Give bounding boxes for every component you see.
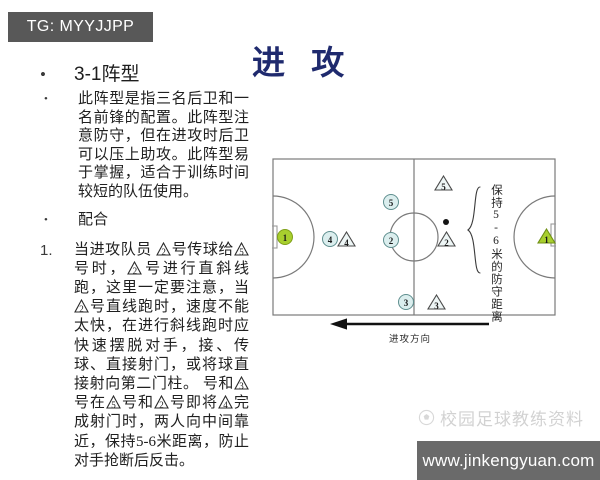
player-label: 2: [444, 238, 449, 248]
bullet-marker: •: [40, 65, 46, 84]
pitch-player-4-circ: 4: [322, 231, 338, 247]
inline-triangle-label: 3: [239, 380, 244, 391]
bullet-marker: •: [44, 213, 48, 226]
player-label: 4: [344, 238, 349, 248]
triangle-icon: [427, 293, 446, 310]
player-label: 5: [441, 182, 446, 192]
pitch-lines: [272, 158, 556, 316]
inline-triangle-player-5: 5: [234, 241, 249, 257]
attack-direction-label: 进攻方向: [388, 335, 431, 345]
bullet-marker: •: [44, 93, 48, 105]
triangle-icon: [154, 395, 169, 409]
list-number: 1.: [40, 241, 53, 259]
player-label: 1: [282, 233, 288, 243]
footer-url-bar: www.jinkengyuan.com: [417, 441, 600, 480]
triangle-icon: [127, 260, 143, 275]
player-label: 1: [544, 235, 549, 245]
triangle-icon: [537, 227, 556, 244]
inline-triangle-player-2: 2: [156, 241, 172, 257]
pitch-player-3-circ: 3: [398, 294, 414, 310]
page-title: 进 攻: [252, 46, 354, 82]
ball-marker: [443, 219, 449, 225]
watermark: 校园足球教练资料: [418, 405, 584, 430]
triangle-icon: [337, 230, 356, 247]
soccer-pitch-diagram: [272, 158, 556, 316]
triangle-icon: [106, 395, 121, 409]
inline-triangle-player-3: 3: [234, 375, 249, 391]
inline-triangle-label: 2: [79, 304, 84, 315]
player-label: 4: [327, 235, 333, 245]
slide-text-column: • 3-1阵型 • 此阵型是指三名后卫和一名前锋的配置。此阵型注意防守，但在进攻…: [34, 62, 249, 471]
pitch-player-4-tri: 4: [337, 230, 356, 248]
triangle-icon: [74, 299, 89, 313]
pitch-gk-left: 1: [277, 229, 293, 245]
inline-triangle-label: 5: [239, 246, 244, 257]
triangle-icon: [234, 375, 249, 390]
pitch-player-2-circ: 2: [383, 232, 399, 248]
player-label: 3: [434, 301, 439, 311]
attack-direction-arrow-icon: [330, 318, 489, 330]
section-label: 配合: [78, 211, 109, 228]
triangle-icon: [156, 241, 172, 256]
football-logo-icon: [418, 409, 435, 426]
tg-badge: TG: MYYJJPP: [8, 12, 153, 42]
defend-distance-note: 保持5-6米的防守距离: [490, 184, 502, 323]
formation-heading: 3-1阵型: [74, 64, 140, 85]
pitch-player-2-tri: 2: [437, 230, 456, 248]
inline-triangle-label: 4: [223, 400, 228, 411]
inline-triangle-label: 2: [161, 246, 166, 257]
inline-triangle-player-5: 5: [106, 395, 121, 411]
watermark-text: 校园足球教练资料: [440, 410, 584, 429]
inline-triangle-label: 2: [132, 265, 138, 276]
inline-triangle-label: 2: [159, 400, 164, 411]
description-bullet-row: • 此阵型是指三名后卫和一名前锋的配置。此阵型注意防守，但在进攻时后卫可以压上助…: [34, 90, 249, 202]
inline-triangle-player-2: 2: [127, 260, 143, 276]
player-label: 3: [403, 298, 409, 308]
triangle-icon: [434, 174, 453, 191]
player-label: 2: [388, 236, 394, 246]
pitch-player-5-tri: 5: [434, 174, 453, 192]
section-bullet-row: • 配合: [34, 211, 249, 230]
formation-description: 此阵型是指三名后卫和一名前锋的配置。此阵型注意防守，但在进攻时后卫可以压上助攻。…: [78, 91, 249, 200]
triangle-icon: [218, 395, 233, 409]
inline-triangle-player-2: 2: [74, 299, 89, 315]
inline-triangle-label: 5: [111, 400, 116, 411]
pitch-player-3-tri: 3: [427, 293, 446, 311]
brace-icon: [467, 186, 481, 274]
heading-bullet-row: • 3-1阵型: [34, 62, 249, 88]
triangle-icon: [234, 241, 249, 256]
inline-triangle-player-4: 4: [218, 395, 233, 411]
pitch-player-5-circ: 5: [383, 194, 399, 210]
player-label: 5: [388, 198, 394, 208]
inline-triangle-player-2: 2: [154, 395, 169, 411]
pitch-gk-right: 1: [537, 227, 556, 245]
triangle-icon: [437, 230, 456, 247]
